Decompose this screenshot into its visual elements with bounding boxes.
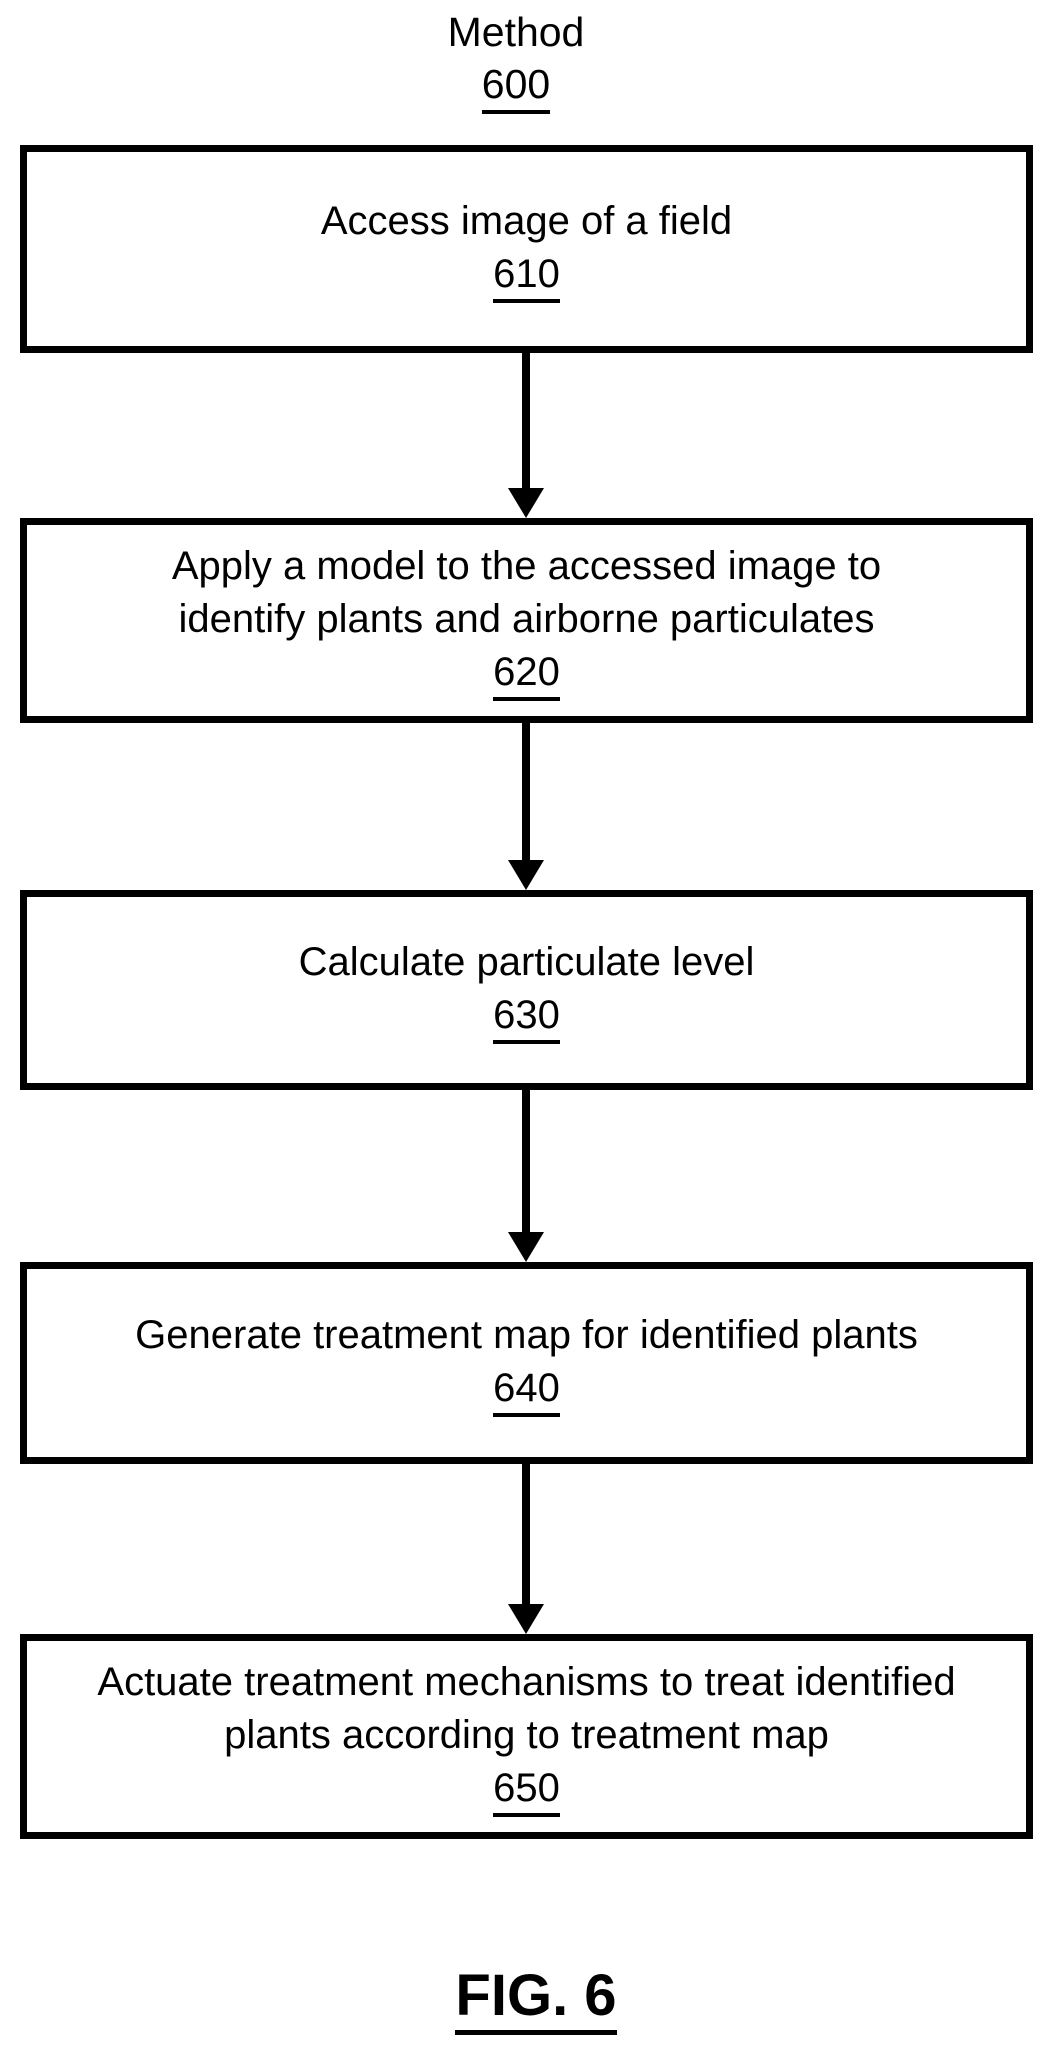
arrow-down-icon xyxy=(508,860,544,890)
flow-step-640-text: Generate treatment map for identified pl… xyxy=(135,1309,918,1417)
arrow-shaft xyxy=(522,353,530,488)
flow-step-620-label-line2: identify plants and airborne particulate… xyxy=(178,597,875,642)
flow-step-630-label: Calculate particulate level xyxy=(298,940,755,985)
diagram-title-label: Method xyxy=(447,9,585,55)
flow-step-610-label: Access image of a field xyxy=(320,199,733,244)
flow-step-640-number-row: 640 xyxy=(135,1362,918,1417)
flow-step-620-text: Apply a model to the accessed image to i… xyxy=(172,540,881,701)
flow-step-620-label-line1: Apply a model to the accessed image to xyxy=(171,544,882,589)
flow-step-610-number: 610 xyxy=(493,252,560,303)
flow-step-650-number-row: 650 xyxy=(97,1762,955,1817)
diagram-title-number: 600 xyxy=(481,61,551,114)
flow-step-610-text: Access image of a field 610 xyxy=(321,195,732,303)
flow-step-610: Access image of a field 610 xyxy=(20,145,1033,353)
figure-caption: FIG. 6 xyxy=(455,1963,617,2035)
flow-step-630-number-row: 630 xyxy=(299,989,755,1044)
flow-step-650: Actuate treatment mechanisms to treat id… xyxy=(20,1634,1033,1839)
arrow-shaft xyxy=(522,1090,530,1232)
flow-step-620-number-row: 620 xyxy=(172,646,881,701)
figure-caption-row: FIG. 6 xyxy=(20,1962,1052,2035)
flow-step-650-label-line2: plants according to treatment map xyxy=(224,1713,829,1758)
flow-step-630-text: Calculate particulate level 630 xyxy=(298,936,755,1044)
flow-step-640-label: Generate treatment map for identified pl… xyxy=(135,1313,918,1358)
arrow-down-icon xyxy=(508,1232,544,1262)
diagram-title: Method 600 xyxy=(0,6,1032,114)
flow-arrow-610-620 xyxy=(508,353,544,518)
flow-step-650-text: Actuate treatment mechanisms to treat id… xyxy=(97,1656,956,1817)
flow-step-620-number: 620 xyxy=(493,650,560,701)
flow-step-630-number: 630 xyxy=(493,993,560,1044)
diagram-title-number-row: 600 xyxy=(0,58,1032,114)
flow-step-640-number: 640 xyxy=(493,1366,560,1417)
flow-step-610-number-row: 610 xyxy=(321,248,732,303)
arrow-down-icon xyxy=(508,1604,544,1634)
flow-arrow-630-640 xyxy=(508,1090,544,1262)
flow-step-630: Calculate particulate level 630 xyxy=(20,890,1033,1090)
flow-step-620: Apply a model to the accessed image to i… xyxy=(20,518,1033,723)
flow-arrow-640-650 xyxy=(508,1464,544,1634)
arrow-shaft xyxy=(522,1464,530,1604)
arrow-shaft xyxy=(522,723,530,860)
flow-step-640: Generate treatment map for identified pl… xyxy=(20,1262,1033,1464)
flow-step-650-number: 650 xyxy=(493,1766,560,1817)
arrow-down-icon xyxy=(508,488,544,518)
flow-step-650-label-line1: Actuate treatment mechanisms to treat id… xyxy=(97,1660,956,1705)
flow-arrow-620-630 xyxy=(508,723,544,890)
